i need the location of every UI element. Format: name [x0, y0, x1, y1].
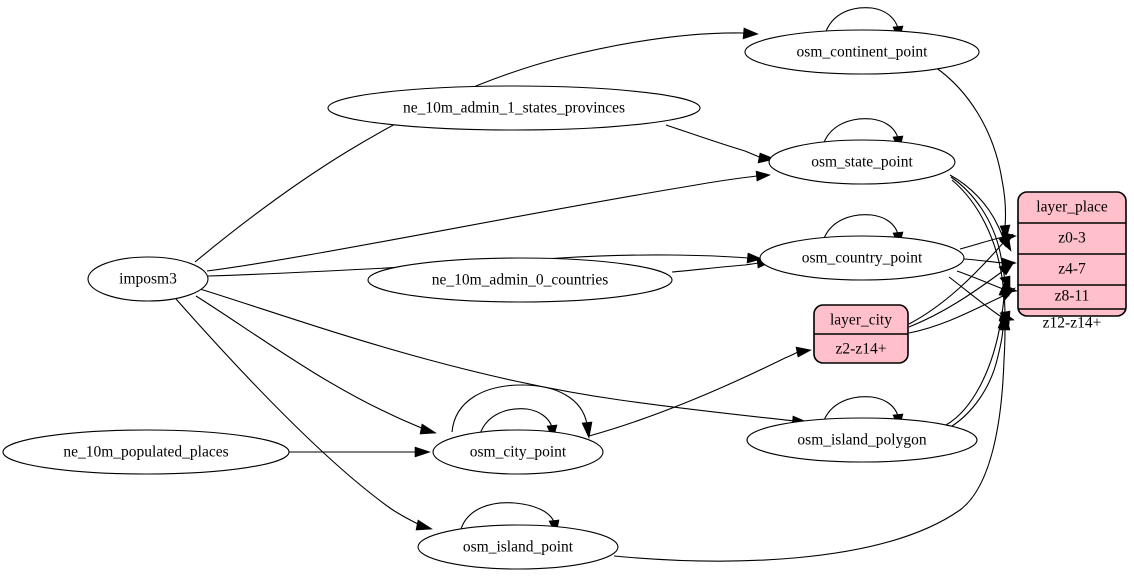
edge-imposm3-to-osm_island_point	[175, 298, 421, 526]
arrowhead-icon	[414, 446, 431, 458]
node-label: imposm3	[119, 271, 177, 288]
record-node-layer_place[interactable]: layer_place z0-3 z4-7 z8-11 z12-z14+	[1017, 191, 1127, 332]
arrowhead-icon	[415, 519, 433, 531]
edge-osm_city_point-to-layer_city-z2-z14	[588, 351, 799, 437]
edge-layer_city-to-layer_place-z4-7	[908, 270, 1004, 328]
node-shape-ellipse	[367, 257, 673, 303]
node-imposm3[interactable]: imposm3	[87, 256, 209, 302]
node-ne_10m_populated_places[interactable]: ne_10m_populated_places	[2, 429, 290, 475]
node-shape-ellipse	[744, 29, 980, 75]
record-row-z12-z14plus[interactable]: z12-z14+	[1043, 315, 1102, 332]
arrowhead-icon	[757, 152, 776, 164]
edge-osm_city_point-self-loop-inner	[479, 408, 553, 435]
arrowhead-icon	[998, 233, 1014, 248]
edge-layer_city-to-layer_place-z0-3	[908, 242, 1004, 325]
edge-osm_island_polygon-to-layer_place-z12-z14	[948, 325, 1004, 429]
edge-osm_state_point-to-layer_place-z8-11	[950, 176, 1006, 282]
edge-imposm3-to-osm_continent_point	[194, 32, 746, 263]
edge-osm_state_point-self-loop	[822, 118, 899, 146]
edge-osm_country_point-to-layer_place-z4-7	[963, 258, 1004, 264]
node-ne_10m_admin_1_states_provinces[interactable]: ne_10m_admin_1_states_provinces	[327, 85, 701, 131]
node-osm_country_point[interactable]: osm_country_point	[759, 235, 965, 281]
node-shape-ellipse	[417, 524, 619, 570]
node-label: osm_city_point	[470, 444, 567, 461]
arrowhead-icon	[581, 421, 593, 439]
node-label: ne_10m_admin_1_states_provinces	[403, 100, 625, 117]
node-shape-ellipse	[746, 417, 978, 463]
record-node-layer_city[interactable]: layer_city z2-z14+	[813, 304, 909, 364]
edge-osm_country_point-to-layer_place-z0-3	[959, 236, 1004, 250]
record-row-z8-11[interactable]: z8-11	[1055, 288, 1090, 305]
node-osm_state_point[interactable]: osm_state_point	[768, 139, 956, 185]
record-row-layer_place-title[interactable]: layer_place	[1036, 199, 1108, 216]
edge-osm_island_point-to-layer_place-z12-z14	[613, 327, 1006, 562]
arrowhead-icon	[999, 315, 1011, 331]
edge-osm_state_point-to-layer_place-z12-z14	[951, 179, 1006, 317]
record-row-z0-3[interactable]: z0-3	[1058, 230, 1086, 247]
arrowhead-icon	[795, 346, 812, 358]
node-label: osm_continent_point	[797, 44, 929, 61]
edge-osm_country_point-to-layer_place-z8-11	[956, 270, 1004, 290]
arrowhead-icon	[999, 287, 1016, 301]
arrowhead-icon	[742, 27, 759, 40]
arrowhead-icon	[746, 252, 763, 264]
node-label: osm_country_point	[802, 250, 923, 267]
arrowhead-icon	[755, 170, 771, 182]
edge-osm_island_polygon-self-loop	[822, 396, 899, 424]
node-shape-ellipse	[432, 429, 604, 475]
node-shape-ellipse	[2, 429, 290, 475]
node-shape-ellipse	[327, 85, 701, 131]
edge-imposm3-to-osm_island_polygon	[199, 288, 795, 422]
node-label: ne_10m_populated_places	[63, 444, 228, 461]
node-layer: imposm3 ne_10m_admin_1_states_provinces …	[2, 29, 980, 570]
edge-osm_city_point-self-loop-outer	[451, 384, 588, 433]
node-label: osm_island_point	[463, 539, 574, 556]
edge-layer_city-to-layer_place-z8-11	[908, 295, 1004, 334]
record-layer: layer_place z0-3 z4-7 z8-11 z12-z14+ lay…	[813, 191, 1127, 364]
edge-osm_country_point-to-layer_place-z12-z14	[948, 276, 1001, 317]
record-row-z2-z14plus[interactable]: z2-z14+	[836, 341, 887, 358]
node-osm_continent_point[interactable]: osm_continent_point	[744, 29, 980, 75]
node-ne_10m_admin_0_countries[interactable]: ne_10m_admin_0_countries	[367, 257, 673, 303]
node-osm_island_point[interactable]: osm_island_point	[417, 524, 619, 570]
node-shape-ellipse	[768, 139, 956, 185]
edge-osm_continent_point-self-loop	[824, 7, 899, 35]
edge-ne_10m_admin_0_countries-to-osm_country_point	[671, 262, 759, 273]
arrowhead-icon	[998, 261, 1015, 276]
edge-imposm3-to-osm_state_point	[206, 175, 758, 272]
arrowhead-icon	[419, 423, 437, 435]
node-shape-ellipse	[87, 256, 209, 302]
edge-osm_continent_point-to-layer_place-z0-3	[934, 66, 1007, 228]
node-osm_island_polygon[interactable]: osm_island_polygon	[746, 417, 978, 463]
edge-ne_10m_admin_1_states_provinces-to-osm_state_point	[665, 124, 763, 159]
node-label: osm_state_point	[811, 154, 913, 171]
node-osm_city_point[interactable]: osm_city_point	[432, 429, 604, 475]
record-row-z4-7[interactable]: z4-7	[1058, 261, 1086, 278]
node-shape-ellipse	[759, 235, 965, 281]
record-row-layer_city-title[interactable]: layer_city	[830, 312, 892, 329]
node-label: ne_10m_admin_0_countries	[432, 272, 609, 289]
edge-imposm3-to-osm_city_point	[195, 295, 425, 430]
edge-osm_island_polygon-to-layer_place-z8-11	[945, 292, 1005, 426]
node-label: osm_island_polygon	[797, 432, 926, 449]
edge-osm_island_point-self-loop	[460, 502, 555, 530]
edge-osm_country_point-self-loop	[822, 214, 899, 242]
